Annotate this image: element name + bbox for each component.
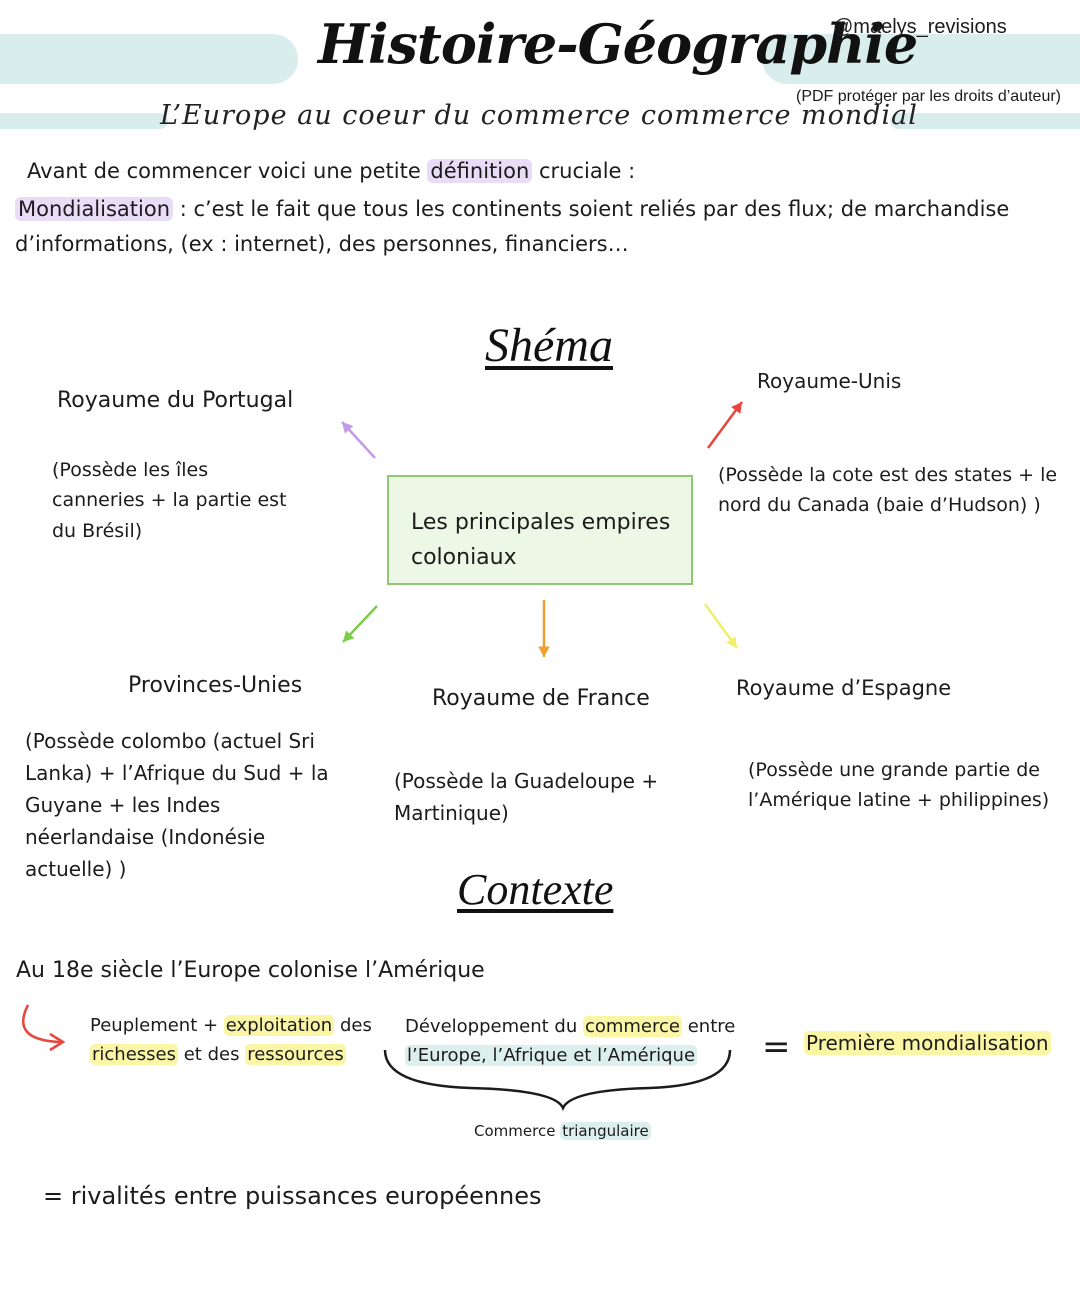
provinces-line: Lanka) + l’Afrique du Sud + la bbox=[25, 761, 329, 785]
consequence-middle-line-2: l’Europe, l’Afrique et l’Amérique bbox=[405, 1041, 735, 1070]
france-line: Martinique) bbox=[394, 801, 509, 825]
triangular-brace bbox=[383, 1049, 732, 1112]
intro-text-before: Avant de commencer voici une petite bbox=[27, 159, 428, 183]
text: Peuplement + bbox=[90, 1015, 224, 1036]
france-name: Royaume de France bbox=[432, 686, 650, 711]
continents-highlight: l’Europe, l’Afrique et l’Amérique bbox=[405, 1045, 698, 1067]
page-title: Histoire-Géographie bbox=[318, 12, 918, 76]
context-heading: Contexte bbox=[457, 865, 614, 914]
portugal-arrow-head bbox=[342, 422, 354, 434]
curved-arrow-head bbox=[49, 1032, 66, 1052]
definition-text-1: : c’est le fait que tous les continents … bbox=[173, 197, 1010, 221]
uk-details: (Possède la cote est des states + le nor… bbox=[718, 460, 1057, 521]
portugal-line: canneries + la partie est bbox=[52, 489, 287, 512]
equals-sign: = bbox=[762, 1027, 791, 1067]
provinces-details: (Possède colombo (actuel Sri Lanka) + l’… bbox=[25, 725, 329, 885]
text: entre bbox=[681, 1016, 736, 1037]
consequence-left-line-2: richesses et des ressources bbox=[90, 1040, 372, 1069]
spain-name: Royaume d’Espagne bbox=[736, 676, 952, 700]
central-box: Les principales empires coloniaux bbox=[387, 475, 693, 585]
portugal-details: (Possède les îles canneries + la partie … bbox=[52, 455, 287, 546]
definition-line-1: Mondialisation : c’est le fait que tous … bbox=[15, 192, 1080, 227]
header-band-left bbox=[0, 34, 298, 84]
france-details: (Possède la Guadeloupe + Martinique) bbox=[394, 765, 658, 829]
text: Développement du bbox=[405, 1016, 583, 1037]
provinces-name: Provinces-Unies bbox=[128, 673, 303, 698]
text: Commerce bbox=[474, 1122, 561, 1140]
spain-line: l’Amérique latine + philippines) bbox=[748, 789, 1050, 812]
uk-line: nord du Canada (baie d’Hudson) ) bbox=[718, 494, 1041, 517]
france-arrow-head bbox=[538, 646, 550, 657]
text: et des bbox=[178, 1044, 246, 1066]
header-band-right bbox=[762, 34, 1080, 84]
portugal-name: Royaume du Portugal bbox=[57, 388, 294, 413]
provinces-line: actuelle) ) bbox=[25, 857, 127, 881]
provinces-line: Guyane + les Indes bbox=[25, 793, 221, 817]
portugal-line: du Brésil) bbox=[52, 519, 143, 542]
definition-term: Mondialisation bbox=[15, 197, 174, 221]
uk-line: (Possède la cote est des states + le bbox=[718, 464, 1058, 486]
exploitation-highlight: exploitation bbox=[223, 1015, 335, 1036]
central-box-label: Les principales empires coloniaux bbox=[411, 510, 671, 571]
intro-text-after: cruciale : bbox=[532, 159, 636, 183]
intro-line: Avant de commencer voici une petite défi… bbox=[27, 154, 635, 189]
ressources-highlight: ressources bbox=[245, 1044, 346, 1066]
definition-line-2: d’informations, (ex : internet), des per… bbox=[15, 231, 629, 256]
france-line: (Possède la Guadeloupe + bbox=[394, 769, 659, 793]
definition-highlight: définition bbox=[427, 159, 533, 183]
definition-block: Mondialisation : c’est le fait que tous … bbox=[15, 192, 1080, 261]
uk-arrow-head bbox=[731, 402, 742, 414]
brace-label: Commerce triangulaire bbox=[474, 1122, 651, 1140]
conclusion: = rivalités entre puissances européennes bbox=[43, 1182, 542, 1210]
uk-name: Royaume-Unis bbox=[757, 369, 902, 393]
commerce-highlight: commerce bbox=[582, 1016, 682, 1037]
provinces-line: (Possède colombo (actuel Sri bbox=[25, 729, 315, 753]
provinces-arrow-head bbox=[343, 630, 355, 642]
spain-line: (Possède une grande partie de bbox=[748, 759, 1040, 781]
schema-heading: Shéma bbox=[485, 319, 613, 372]
consequence-left-line-1: Peuplement + exploitation des bbox=[90, 1011, 372, 1040]
consequence-middle-line-1: Développement du commerce entre bbox=[405, 1012, 735, 1041]
author-handle: @maelys_revisions bbox=[833, 16, 1007, 38]
curved-arrow bbox=[22, 1004, 61, 1044]
first-globalization: Première mondialisation bbox=[804, 1031, 1051, 1055]
text: des bbox=[334, 1015, 372, 1036]
consequence-middle: Développement du commerce entre l’Europe… bbox=[405, 1012, 735, 1070]
subtitle-band-left bbox=[0, 113, 168, 129]
portugal-line: (Possède les îles bbox=[52, 459, 209, 481]
first-globalization-label: Première mondialisation bbox=[804, 1031, 1051, 1055]
provinces-line: néerlandaise (Indonésie bbox=[25, 825, 266, 849]
copyright-note: (PDF protéger par les droits d’auteur) bbox=[796, 88, 1061, 105]
spain-arrow-head bbox=[726, 636, 737, 648]
spain-details: (Possède une grande partie de l’Amérique… bbox=[748, 755, 1049, 816]
consequence-left: Peuplement + exploitation des richesses … bbox=[90, 1011, 372, 1069]
richesses-highlight: richesses bbox=[90, 1044, 178, 1066]
page-subtitle: L’Europe au coeur du commerce commerce m… bbox=[160, 100, 918, 131]
context-statement: Au 18e siècle l’Europe colonise l’Amériq… bbox=[16, 958, 485, 983]
subtitle-band-right bbox=[890, 113, 1080, 129]
triangulaire-highlight: triangulaire bbox=[560, 1122, 651, 1140]
